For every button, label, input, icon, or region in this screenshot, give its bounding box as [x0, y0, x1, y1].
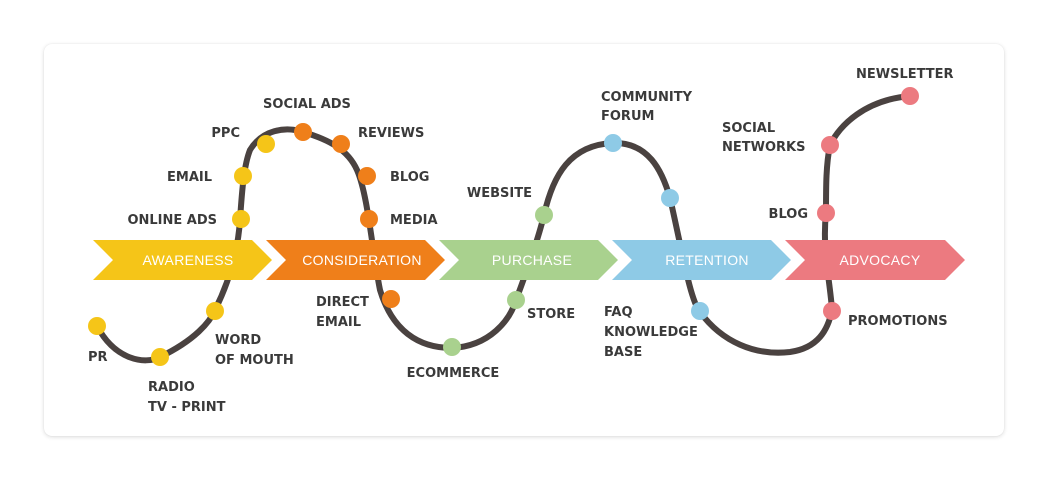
stage-retention-arrow [612, 240, 791, 280]
touchpoint-reviews-dot [332, 135, 350, 153]
stage-advocacy-label: ADVOCACY [840, 252, 921, 268]
touchpoint-base-label: BASE [604, 345, 642, 360]
touchpoint-newsletter-dot [901, 87, 919, 105]
stage-purchase-label: PURCHASE [492, 252, 572, 268]
touchpoint-radio-dot [151, 348, 169, 366]
touchpoint-blog-consideration-label: BLOG [390, 170, 429, 185]
touchpoint-social-label: SOCIAL [722, 121, 775, 136]
touchpoint-blog-advocacy-dot [817, 204, 835, 222]
touchpoint-forum-label: FORUM [601, 109, 654, 124]
touchpoint-of-mouth-label: OF MOUTH [215, 353, 294, 368]
touchpoint-reviews-label: REVIEWS [358, 126, 424, 141]
stage-consideration-label: CONSIDERATION [302, 252, 422, 268]
touchpoint-ppc-label: PPC [211, 126, 240, 141]
stage-awareness-arrow [93, 240, 272, 280]
touchpoint-social-ads-label: SOCIAL ADS [263, 97, 351, 112]
touchpoint-newsletter-label: NEWSLETTER [856, 67, 954, 82]
touchpoint-radio-label: RADIO [148, 380, 195, 395]
touchpoint-website-dot [535, 206, 553, 224]
stage-awareness: AWARENESS [93, 240, 272, 280]
touchpoint-community-forum-dot [604, 134, 622, 152]
touchpoint-email-dot [234, 167, 252, 185]
touchpoint-social-ads-dot [294, 123, 312, 141]
touchpoint-social-networks-dot [821, 136, 839, 154]
stage-purchase-arrow [439, 240, 618, 280]
touchpoint-pr-dot [88, 317, 106, 335]
stage-retention: RETENTION [612, 240, 791, 280]
touchpoint-direct-email-dot [382, 290, 400, 308]
touchpoint-faq-label: FAQ [604, 305, 633, 320]
touchpoint-direct-label: DIRECT [316, 295, 369, 310]
touchpoint-community-label: COMMUNITY [601, 90, 693, 105]
touchpoint-store-label: STORE [527, 307, 575, 322]
touchpoint-blog-advocacy-label: BLOG [769, 207, 808, 222]
stage-retention-label: RETENTION [665, 252, 749, 268]
touchpoint-networks-label: NETWORKS [722, 140, 805, 155]
touchpoint-retention-mid-dot [661, 189, 679, 207]
touchpoint-pr-label: PR [88, 350, 108, 365]
touchpoint-online-ads-label: ONLINE ADS [127, 213, 217, 228]
touchpoint-ppc-dot [257, 135, 275, 153]
touchpoint-online-ads-dot [232, 210, 250, 228]
touchpoint-ecommerce-dot [443, 338, 461, 356]
touchpoint-knowledge-label: KNOWLEDGE [604, 325, 698, 340]
touchpoint-ecommerce-label: ECOMMERCE [407, 366, 500, 381]
stage-consideration: CONSIDERATION [266, 240, 445, 280]
touchpoint-direct-email-label: EMAIL [316, 315, 361, 330]
stage-advocacy-arrow [785, 240, 965, 280]
touchpoint-promotions-dot [823, 302, 841, 320]
touchpoint-word-of-mouth-dot [206, 302, 224, 320]
touchpoint-store-dot [507, 291, 525, 309]
touchpoint-promotions-label: PROMOTIONS [848, 314, 948, 329]
touchpoint-tv-print-label: TV - PRINT [148, 400, 226, 415]
touchpoint-email-label: EMAIL [167, 170, 212, 185]
touchpoint-media-dot [360, 210, 378, 228]
touchpoint-blog-consideration-dot [358, 167, 376, 185]
stage-awareness-label: AWARENESS [142, 252, 233, 268]
touchpoint-faq-dot [691, 302, 709, 320]
stage-advocacy: ADVOCACY [785, 240, 965, 280]
stage-consideration-arrow [266, 240, 445, 280]
touchpoint-media-label: MEDIA [390, 213, 438, 228]
stage-purchase: PURCHASE [439, 240, 618, 280]
touchpoint-website-label: WEBSITE [467, 186, 532, 201]
touchpoint-word-label: WORD [215, 333, 261, 348]
